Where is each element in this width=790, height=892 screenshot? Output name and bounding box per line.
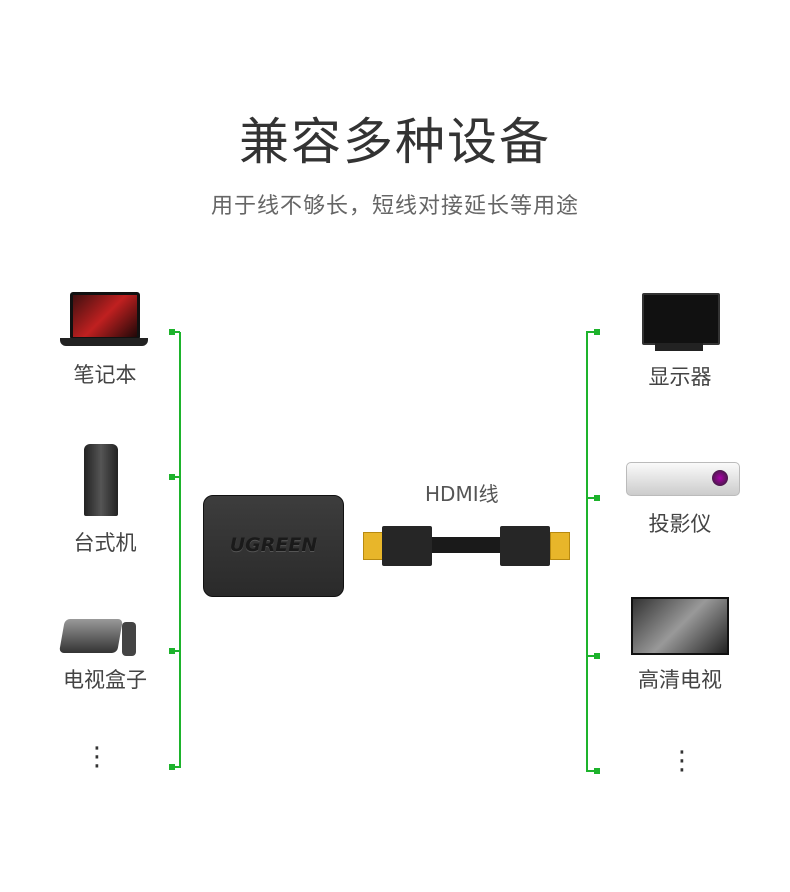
right-bracket-tick [586,497,596,499]
hdmi-plug-left [382,526,432,566]
left-bracket-tick [171,650,180,652]
left-bracket-node [169,764,175,770]
hdtv-icon [631,597,729,655]
hdmi-adapter-image: UGREEN [203,495,344,597]
device-label-monitor: 显示器 [648,365,712,389]
device-label-tv-box: 电视盒子 [63,668,147,692]
right-bracket-node [594,329,600,335]
hdmi-cable-label: HDMI线 [425,482,499,506]
right-bracket-tick [586,655,596,657]
laptop-icon [70,292,140,340]
device-label-hdtv: 高清电视 [638,668,722,692]
projector-lens [712,470,728,486]
laptop-base [60,338,148,346]
left-bracket-node [169,474,175,480]
right-bracket-node [594,495,600,501]
right-bracket-line [586,332,588,772]
monitor-icon [642,293,720,345]
device-label-desktop: 台式机 [73,531,137,555]
hdmi-connector-pin-left [363,532,383,560]
device-label-laptop: 笔记本 [73,363,137,387]
tv-box-icon [59,619,123,653]
desktop-tower-icon [84,444,118,516]
right-bracket-node [594,653,600,659]
brand-logo: UGREEN [229,534,318,556]
left-bracket-tick [171,766,180,768]
subtitle: 用于线不够长，短线对接延长等用途 [210,194,579,219]
left-bracket-node [169,329,175,335]
more-devices-ellipsis: ⋮ [84,742,110,772]
hdmi-cable [432,537,502,553]
monitor-stand [655,343,703,351]
device-label-projector: 投影仪 [648,512,712,536]
left-bracket-line [179,332,181,768]
page-title: 兼容多种设备 [239,113,551,171]
right-bracket-tick [586,770,596,772]
more-devices-ellipsis: ⋮ [669,746,695,776]
right-bracket-node [594,768,600,774]
hdmi-connector-pin-right [550,532,570,560]
hdmi-plug-right [500,526,550,566]
right-bracket-tick [586,331,596,333]
left-bracket-tick [171,331,180,333]
remote-control-icon [122,622,136,656]
left-bracket-tick [171,476,180,478]
left-bracket-node [169,648,175,654]
